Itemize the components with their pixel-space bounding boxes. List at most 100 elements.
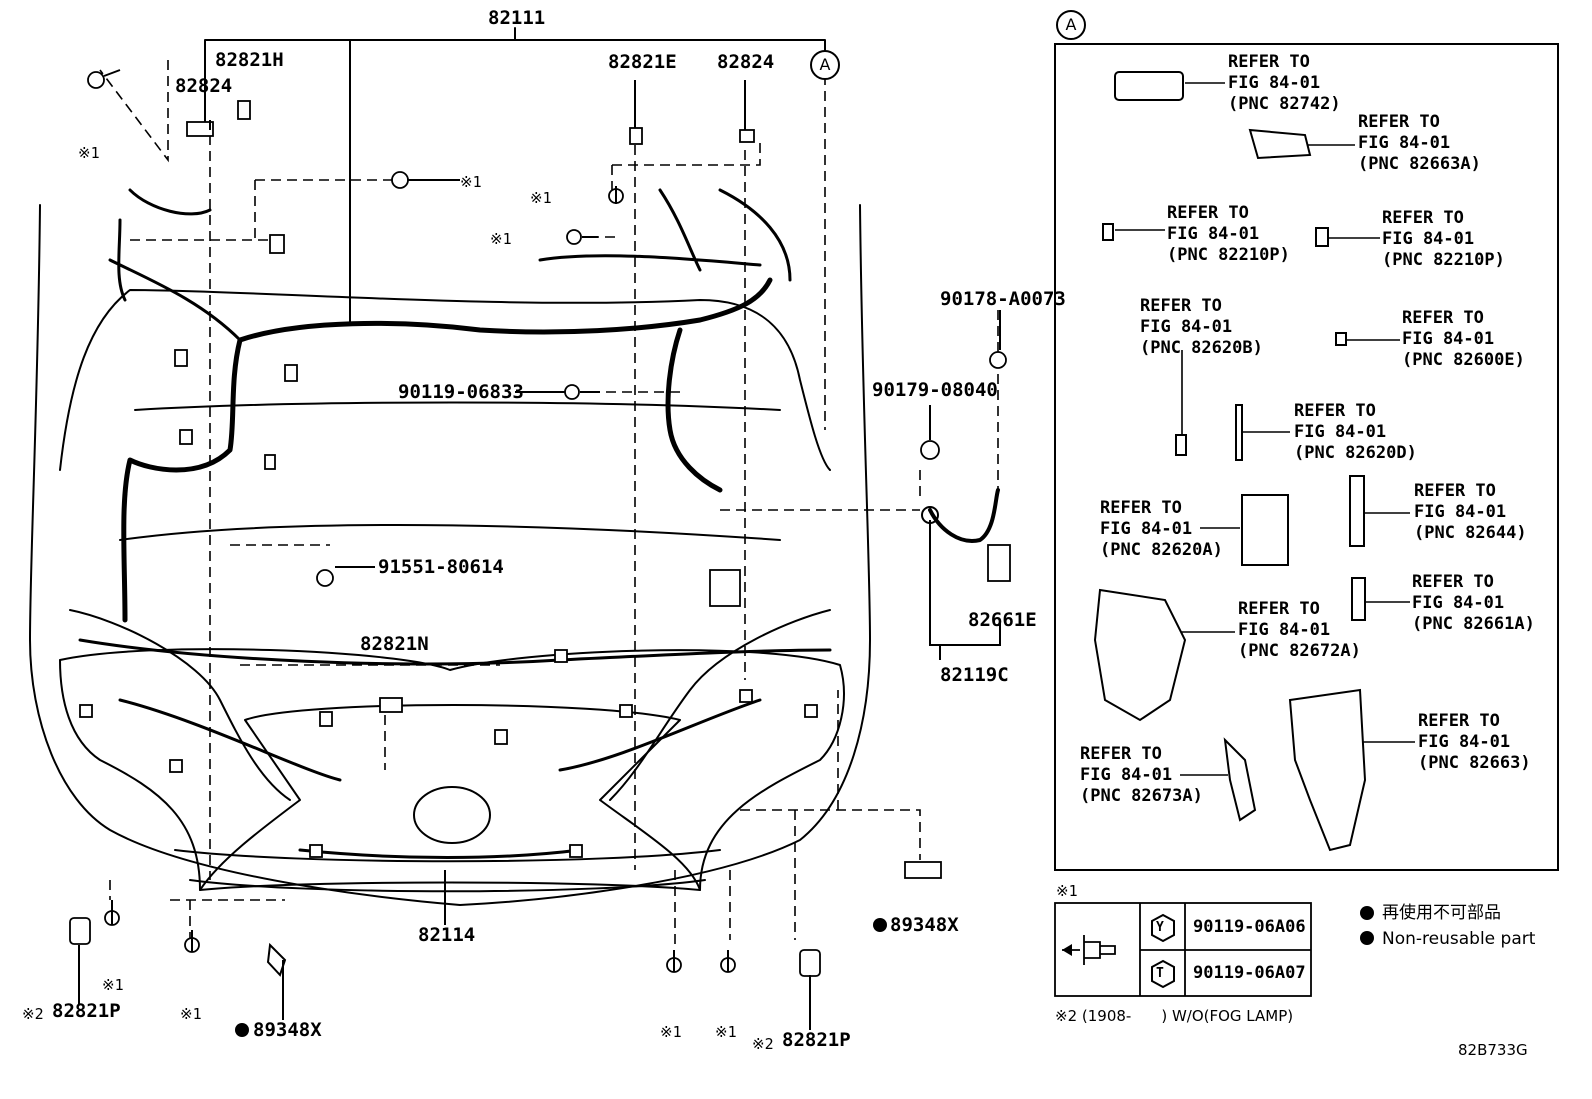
label-82111: 82111: [488, 7, 546, 29]
connector-82821P: [69, 917, 91, 945]
connector: [174, 349, 188, 367]
view-a-marker: A: [810, 50, 840, 80]
label-82114: 82114: [418, 924, 476, 946]
connector: [309, 844, 323, 858]
label-82821N: 82821N: [360, 633, 429, 655]
car-body-outline: [29, 204, 871, 906]
figure-code: 82B733G: [1458, 1041, 1528, 1059]
fuse-82210P-b: [1315, 227, 1329, 247]
connector: [379, 697, 403, 713]
connector: [284, 364, 298, 382]
harness-right-drop: [665, 327, 723, 493]
block-82620A: [1241, 494, 1289, 566]
label-82821P-left: 82821P: [52, 1000, 121, 1022]
legend-en: Non-reusable part: [1382, 929, 1536, 949]
label-82824-left: 82824: [175, 75, 233, 97]
label-90178-A0073: 90178-A0073: [940, 288, 1066, 310]
label-82119C: 82119C: [940, 664, 1009, 686]
relay-block-82742: [1114, 71, 1184, 101]
dash-lines: [99, 60, 999, 950]
connector: [169, 759, 183, 773]
hex-t: [1151, 959, 1175, 989]
connector: [179, 429, 193, 445]
label-82821E: 82821E: [608, 51, 677, 73]
note1-mark: ※1: [715, 1023, 737, 1041]
fuse-82600E: [1335, 332, 1347, 346]
spindle-grille: [199, 704, 701, 891]
label-82824-right: 82824: [717, 51, 775, 73]
connector: [269, 234, 285, 254]
harness-left-drop: [121, 337, 243, 623]
hood-crease: [134, 401, 781, 411]
non-reusable-dot: [235, 1023, 249, 1037]
note2-mark: ※2: [22, 1005, 44, 1023]
label-90179-08040: 90179-08040: [872, 379, 998, 401]
fuse-82620D: [1235, 404, 1243, 461]
box-82672A: [1093, 588, 1187, 722]
connector: [804, 704, 818, 718]
fuse-82644: [1349, 475, 1365, 547]
bracket-82673A: [1223, 737, 1257, 822]
grommet-89348X: [266, 942, 287, 977]
hex-t-label: T: [1156, 966, 1164, 981]
connector: [264, 454, 276, 470]
fuse-82210P-a: [1102, 223, 1114, 241]
connector: [237, 100, 251, 120]
note-part-y: 90119-06A06: [1193, 917, 1306, 937]
hood-outline: [59, 289, 831, 471]
connector: [319, 711, 333, 727]
block-82661A: [1351, 577, 1366, 621]
harness-main-run: [237, 277, 773, 343]
connector: [79, 704, 93, 718]
harness-lower: [298, 848, 582, 859]
footnote-2: ※2 (1908- ) W/O(FOG LAMP): [1055, 1007, 1294, 1025]
ground-strap: [928, 488, 1000, 543]
legend-dot: [1360, 906, 1374, 920]
fuse-82620B: [1175, 434, 1187, 456]
bolt: [566, 229, 582, 245]
emblem: [413, 786, 491, 844]
connector: [554, 649, 568, 663]
connector: [494, 729, 508, 745]
windshield-line: [119, 524, 781, 541]
label-82821P-right: 82821P: [782, 1029, 851, 1051]
bumper-inner-left: [69, 609, 291, 801]
note1-mark: ※1: [490, 230, 512, 248]
label-89348X-bottom: 89348X: [253, 1019, 322, 1041]
label-89348X-right: 89348X: [890, 914, 959, 936]
label-82661E: 82661E: [968, 609, 1037, 631]
connector: [619, 704, 633, 718]
sensor-82661E: [987, 544, 1011, 582]
note-table-title: ※1: [1056, 882, 1078, 900]
note-arrow: [1062, 944, 1072, 956]
note-table-grid: [1139, 903, 1311, 996]
lower-bumper: [174, 849, 721, 893]
legend-dot: [1360, 931, 1374, 945]
connector: [739, 129, 755, 143]
bolt: [316, 569, 334, 587]
harness-front: [78, 638, 832, 782]
bolt: [391, 171, 409, 189]
harness-upper-right: [538, 188, 792, 282]
nut: [920, 440, 940, 460]
note1-mark: ※1: [530, 189, 552, 207]
label-91551-80614: 91551-80614: [378, 556, 504, 578]
bolt: [87, 71, 105, 89]
note-part-t: 90119-06A07: [1193, 963, 1306, 983]
legend-jp: 再使用不可部品: [1382, 903, 1501, 923]
hex-y: [1151, 913, 1175, 943]
box-82663: [1288, 688, 1367, 852]
note1-mark: ※1: [102, 976, 124, 994]
note1-mark: ※1: [180, 1005, 202, 1023]
